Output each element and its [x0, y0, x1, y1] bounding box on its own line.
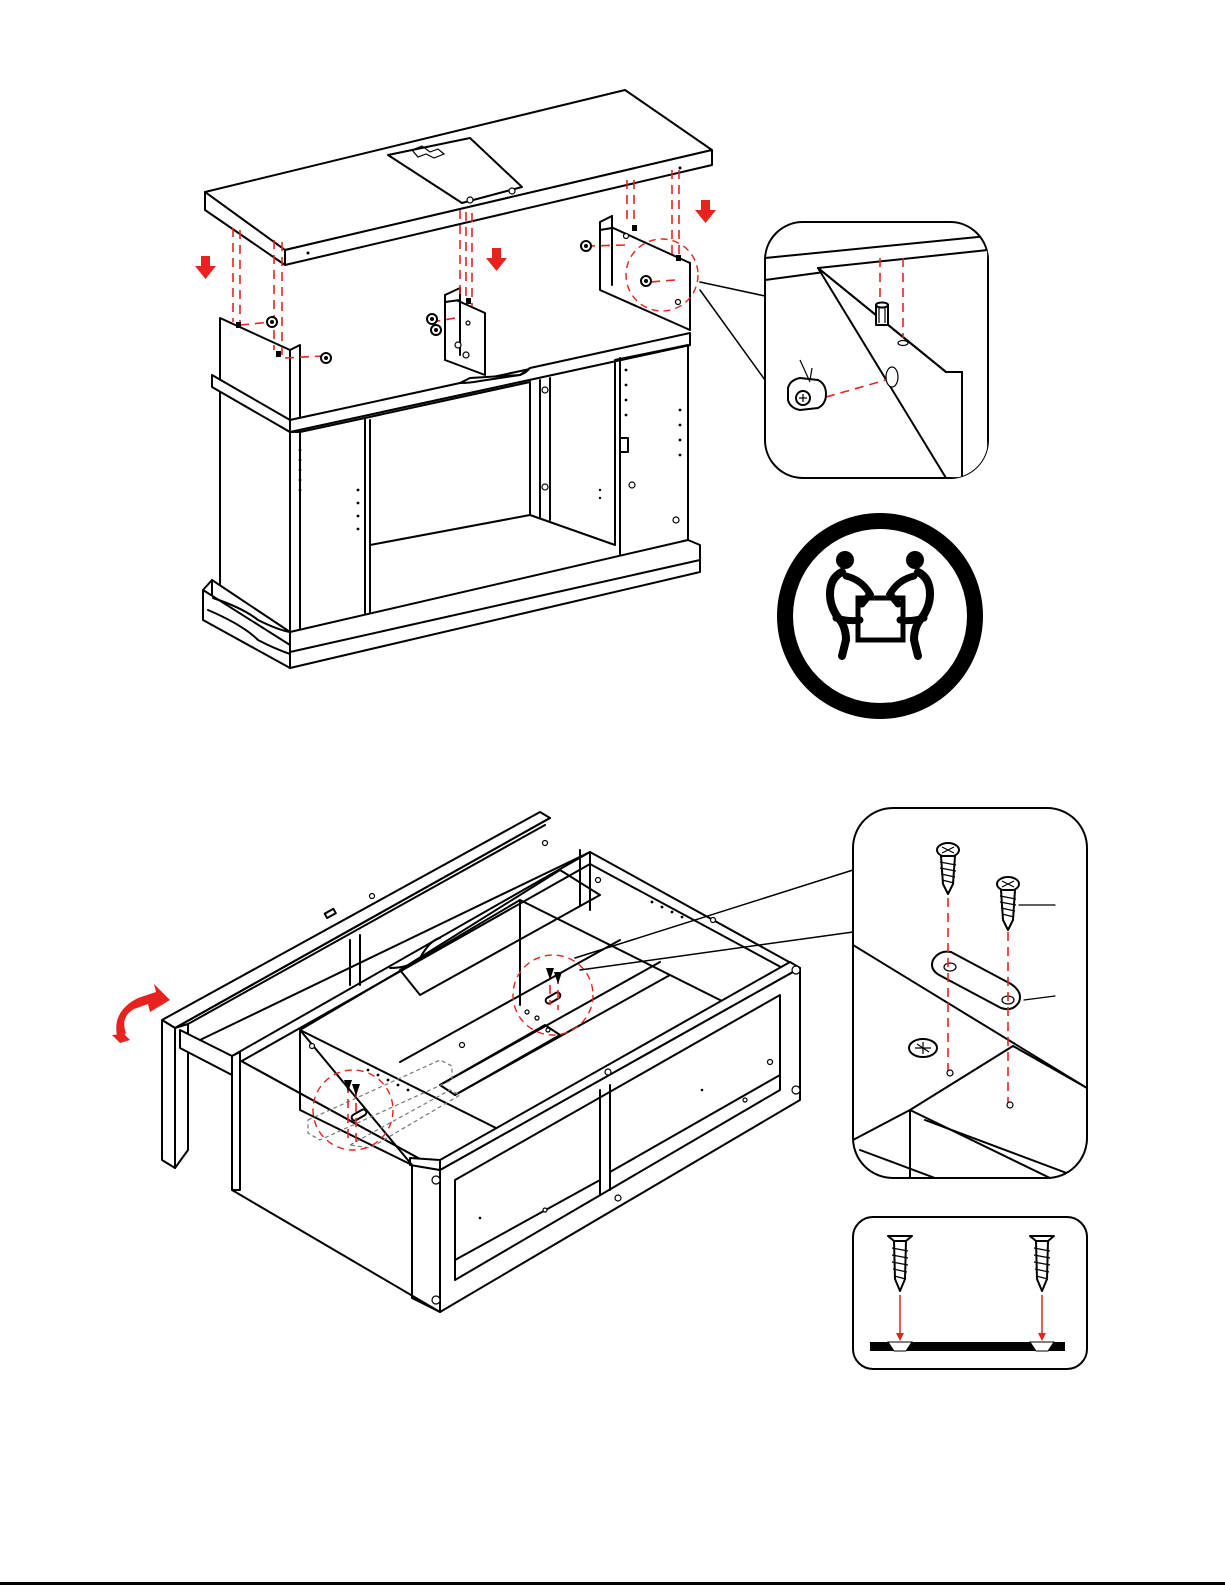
two-person-lift-icon	[777, 513, 983, 719]
center-divider-panel	[445, 288, 485, 375]
cabinet-body	[203, 318, 700, 668]
screw-flush-detail	[853, 1217, 1087, 1369]
step-2-bracket-screws	[112, 812, 853, 1312]
cam-lock-detail	[765, 222, 988, 478]
step-1-attach-top	[195, 90, 765, 668]
bracket-detail	[853, 808, 1087, 1178]
dowel-icon	[876, 303, 888, 326]
right-side-panel	[600, 216, 690, 330]
